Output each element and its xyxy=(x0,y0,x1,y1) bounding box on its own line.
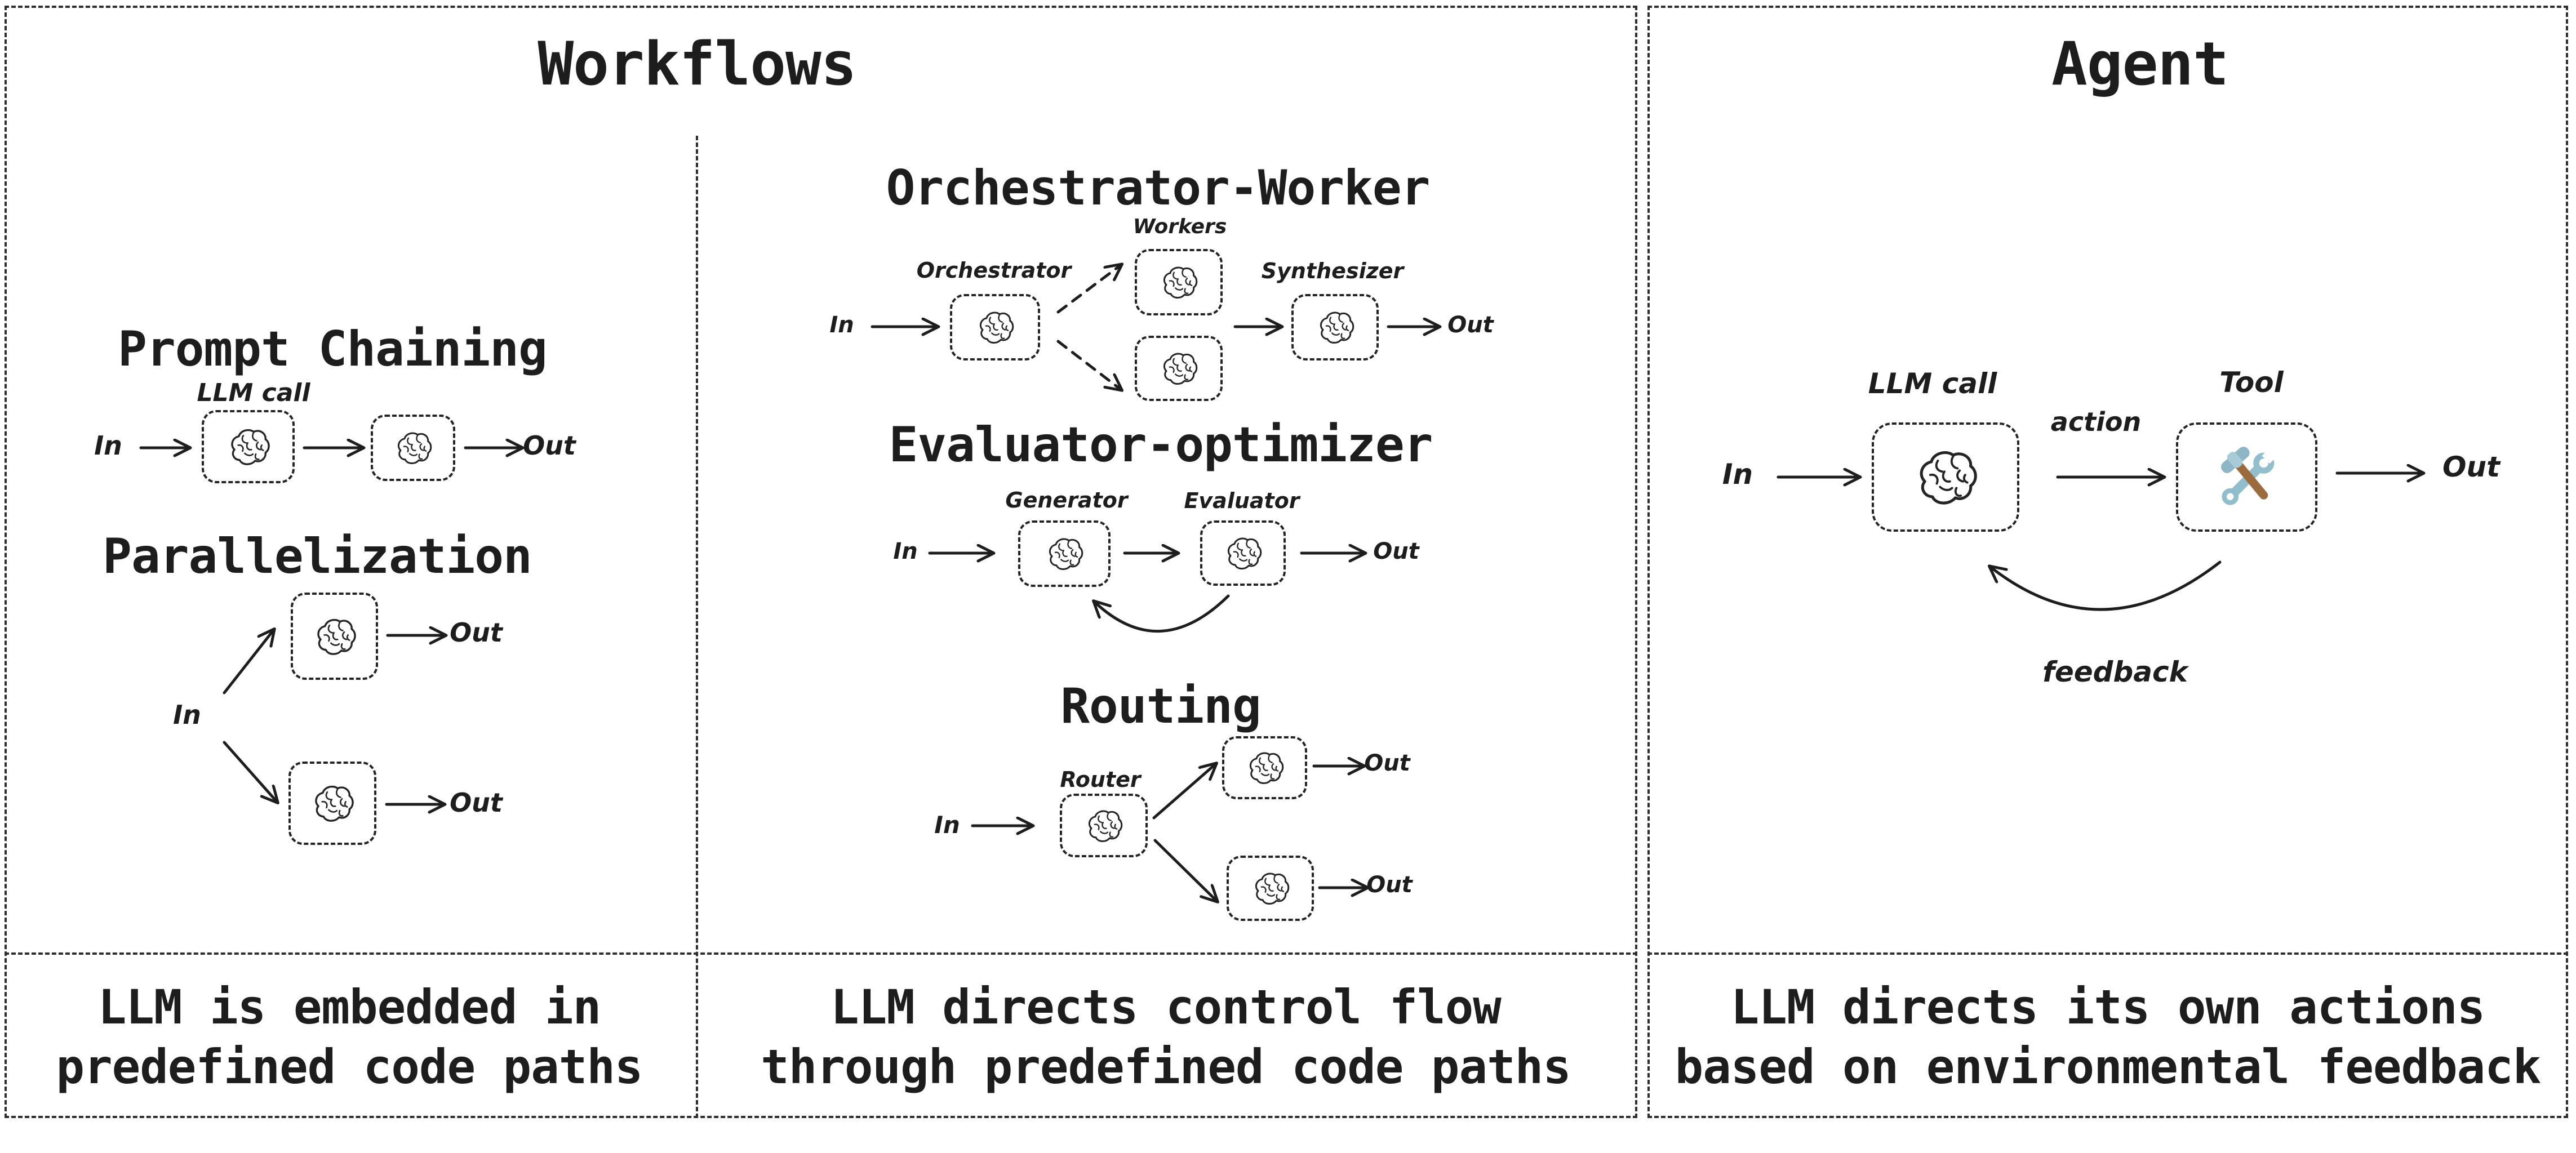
orchestrator-worker-title: Orchestrator-Worker xyxy=(886,160,1431,216)
generator-box xyxy=(1018,520,1111,587)
parallelization-title: Parallelization xyxy=(103,528,532,585)
brain-icon xyxy=(974,306,1016,348)
llm-call-label: LLM call xyxy=(1868,367,1997,400)
tool-label: Tool xyxy=(2219,366,2284,399)
llm-call-box xyxy=(202,410,295,483)
brain-icon xyxy=(309,780,356,827)
agent-caption: LLM directs its own actions based on env… xyxy=(1675,977,2542,1097)
brain-icon xyxy=(1314,306,1356,348)
tool-box xyxy=(2176,422,2317,532)
llm-call-box xyxy=(288,762,376,845)
orchestrator-box xyxy=(950,294,1040,360)
synthesizer-label: Synthesizer xyxy=(1261,259,1404,283)
out-label: Out xyxy=(450,787,503,818)
synthesizer-box xyxy=(1291,294,1379,360)
worker-box xyxy=(1135,336,1223,401)
brain-icon xyxy=(392,427,434,469)
agent-panel xyxy=(1647,6,2568,1118)
route-target-box xyxy=(1222,736,1307,799)
out-label: Out xyxy=(450,617,503,648)
out-label: Out xyxy=(1373,538,1419,564)
llm-call-box xyxy=(371,415,455,481)
brain-icon xyxy=(311,613,358,660)
brain-icon xyxy=(1158,348,1200,389)
evaluator-box xyxy=(1200,520,1286,586)
caption-line: through predefined code paths xyxy=(761,1039,1571,1094)
workers-label: Workers xyxy=(1132,215,1227,238)
brain-icon xyxy=(1244,747,1286,789)
in-label: In xyxy=(1722,458,1753,491)
action-label: action xyxy=(2050,407,2142,437)
brain-icon xyxy=(1158,261,1200,303)
workflows-title: Workflows xyxy=(538,29,856,99)
workflows-column-divider xyxy=(696,136,698,1118)
evaluator-optimizer-title: Evaluator-optimizer xyxy=(889,417,1433,473)
evaluator-label: Evaluator xyxy=(1184,488,1300,513)
in-label: In xyxy=(94,430,122,461)
llm-call-box xyxy=(1872,422,2019,532)
in-label: In xyxy=(893,538,918,564)
out-label: Out xyxy=(2442,451,2501,483)
caption-line: based on environmental feedback xyxy=(1675,1039,2542,1094)
caption-line: LLM directs control flow xyxy=(830,980,1502,1035)
brain-icon xyxy=(1043,533,1085,575)
routing-title: Routing xyxy=(1060,678,1261,734)
orchestrator-label: Orchestrator xyxy=(916,258,1072,283)
brain-icon xyxy=(1250,867,1291,909)
brain-icon xyxy=(1222,532,1264,574)
in-label: In xyxy=(173,700,201,730)
workflows-left-caption: LLM is embedded in predefined code paths xyxy=(56,977,643,1097)
brain-icon xyxy=(1911,442,1980,512)
brain-icon xyxy=(225,423,272,470)
route-target-box xyxy=(1227,856,1314,921)
llm-call-label: LLM call xyxy=(197,379,310,407)
in-label: In xyxy=(934,811,960,839)
agent-caption-divider xyxy=(1647,952,2568,955)
router-box xyxy=(1060,794,1148,857)
brain-icon xyxy=(1083,805,1125,847)
feedback-label: feedback xyxy=(2042,656,2188,688)
generator-label: Generator xyxy=(1005,488,1128,513)
caption-line: predefined code paths xyxy=(56,1039,643,1094)
hammer-wrench-icon xyxy=(2212,442,2282,512)
worker-box xyxy=(1135,249,1223,315)
out-label: Out xyxy=(523,430,576,461)
workflows-right-caption: LLM directs control flow through predefi… xyxy=(761,977,1571,1097)
out-label: Out xyxy=(1364,750,1410,776)
caption-line: LLM is embedded in xyxy=(97,980,601,1035)
prompt-chaining-title: Prompt Chaining xyxy=(118,321,548,377)
caption-line: LLM directs its own actions xyxy=(1730,980,2485,1035)
router-label: Router xyxy=(1060,767,1141,792)
workflows-caption-divider xyxy=(5,952,1637,955)
in-label: In xyxy=(829,312,854,338)
agent-title: Agent xyxy=(2051,29,2229,99)
llm-call-box xyxy=(291,593,378,680)
workflows-panel xyxy=(5,6,1637,1118)
out-label: Out xyxy=(1366,872,1413,898)
out-label: Out xyxy=(1447,312,1494,338)
